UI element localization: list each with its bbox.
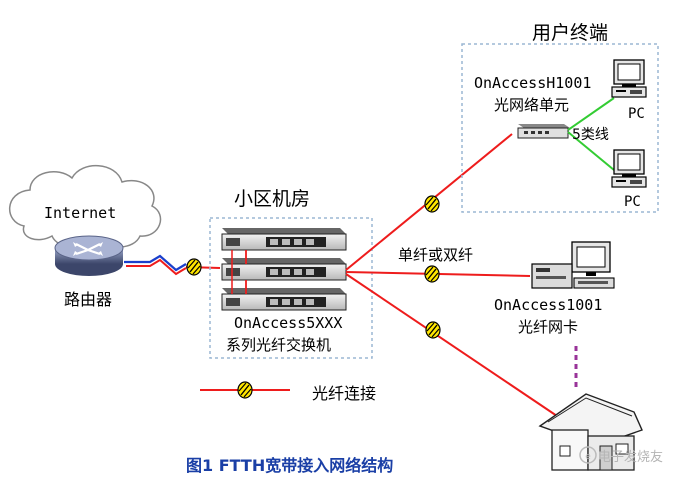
connector-icon (237, 381, 253, 399)
connector-icon (424, 265, 440, 283)
switch-unit (221, 228, 347, 251)
onu-device-icon (517, 124, 570, 139)
switch-desc-label: 系列光纤交换机 (226, 336, 332, 354)
figure-title: 图1 FTTH宽带接入网络结构 (186, 456, 394, 475)
watermark-logo-icon: e (579, 446, 597, 464)
connector-icon (424, 195, 440, 213)
fiber-links (345, 133, 561, 419)
router-icon (54, 235, 124, 276)
switch-unit (221, 288, 347, 311)
pc-label: PC (624, 194, 641, 210)
svg-text:e: e (585, 452, 591, 462)
internet-label: Internet (44, 204, 117, 222)
connector-icon (425, 321, 441, 339)
user-terminal-label: 用户终端 (532, 22, 609, 44)
house-icon (538, 393, 643, 471)
fiber-switch-stack (221, 228, 347, 311)
user-terminal-box (461, 43, 659, 213)
legend-label: 光纤连接 (312, 384, 377, 403)
wan-link (124, 254, 221, 276)
onu-desc-label: 光网络单元 (494, 96, 570, 114)
cable-type-label: 5类线 (572, 127, 609, 143)
watermark-text: 电子发烧友 (598, 450, 664, 465)
switch-model-label: OnAccess5XXX (234, 314, 343, 332)
equipment-room-label: 小区机房 (234, 188, 311, 210)
pc-icon (611, 149, 647, 188)
workstation-icon (531, 241, 615, 289)
fiber-type-label: 单纤或双纤 (398, 246, 474, 264)
pc-icon (611, 59, 647, 98)
nic-model-label: OnAccess1001 (494, 296, 603, 314)
pc-label: PC (628, 106, 645, 122)
utp-links (567, 97, 615, 171)
equipment-room-box (209, 217, 373, 359)
switch-unit (221, 258, 347, 281)
legend-fiber-line (200, 381, 290, 399)
nic-desc-label: 光纤网卡 (518, 318, 579, 336)
connector-icon (186, 258, 202, 276)
router-label: 路由器 (64, 290, 113, 309)
onu-model-label: OnAccessH1001 (474, 74, 592, 92)
